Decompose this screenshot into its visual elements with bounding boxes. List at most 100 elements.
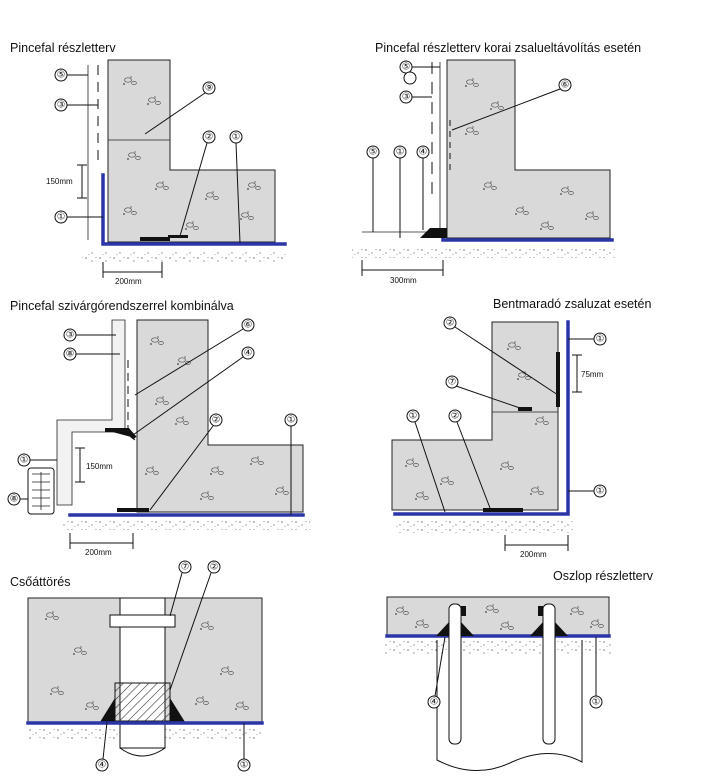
callout-3: ③ (63, 328, 116, 342)
callout-2-bottom: ② (448, 409, 491, 509)
svg-text:75mm: 75mm (581, 370, 604, 379)
column-right (542, 603, 556, 745)
svg-text:④: ④ (430, 697, 439, 708)
callout-1-left: ① (54, 210, 103, 224)
panel-title: Pincefal részletterv (10, 41, 116, 55)
svg-text:①: ① (287, 415, 296, 426)
panel-title: Oszlop részletterv (553, 569, 654, 583)
svg-text:①: ① (409, 411, 418, 422)
callout-2: ② (169, 560, 221, 691)
callout-4: ④ (427, 636, 446, 709)
dimension-150mm: 150mm (46, 164, 87, 199)
svg-text:⑦: ⑦ (181, 562, 190, 573)
dimension-300mm: 300mm (361, 260, 444, 285)
panel-pipe-penetration: Csőáttörés ⑦ ② ④ ① (10, 560, 264, 772)
callout-7: ⑦ (445, 375, 521, 409)
panel-permanent-formwork: Bentmaradó zsaluzat esetén ② ① ⑦ ① ② ① 7… (391, 297, 651, 559)
callout-6: ⑥ (134, 318, 255, 396)
callout-2: ② (149, 413, 223, 511)
svg-text:150mm: 150mm (86, 462, 113, 471)
callout-1-left: ① (17, 453, 57, 467)
panel-early-formwork-removal: Pincefal részletterv korai zsalueltávolí… (352, 41, 641, 285)
svg-text:⑤: ⑤ (57, 70, 66, 81)
concrete-wall (391, 321, 559, 511)
svg-text:①: ① (596, 486, 605, 497)
ground-soil (395, 521, 575, 533)
svg-text:①: ① (57, 212, 66, 223)
svg-text:①: ① (596, 334, 605, 345)
callout-1-top: ① (568, 332, 607, 346)
svg-text:⑧: ⑧ (66, 349, 75, 360)
callout-7: ⑦ (169, 560, 192, 617)
drainage-layer (56, 319, 126, 506)
svg-text:200mm: 200mm (115, 277, 142, 286)
callout-4: ④ (132, 346, 255, 436)
dimension-200mm: 200mm (102, 262, 163, 286)
concrete-slab (386, 596, 610, 636)
svg-text:④: ④ (419, 147, 428, 158)
svg-text:⑤: ⑤ (402, 62, 411, 73)
callout-8-top: ⑧ (63, 347, 120, 361)
svg-text:⑥: ⑥ (561, 80, 570, 91)
concrete-wall (446, 59, 611, 239)
callout-9: ⑨ (144, 81, 216, 135)
svg-text:①: ① (232, 132, 241, 143)
ground-soil (82, 252, 287, 262)
pile-outline (436, 640, 583, 771)
svg-text:②: ② (210, 562, 219, 573)
callout-2-top: ② (443, 316, 559, 396)
column-left (448, 603, 462, 745)
dimension-150mm: 150mm (75, 447, 113, 483)
panel-basement-wall-detail: Pincefal részletterv ⑤ ③ ⑨ ② ① ① 150mm 2… (10, 41, 287, 286)
callout-4: ④ (95, 721, 109, 772)
collar-ring (109, 614, 176, 628)
svg-text:①: ① (20, 455, 29, 466)
panel-title: Bentmaradó zsaluzat esetén (493, 297, 651, 311)
callout-1-left: ① (406, 409, 446, 513)
svg-text:⑧: ⑧ (10, 494, 19, 505)
callout-2: ② (179, 130, 216, 237)
ground-soil (385, 640, 611, 654)
callout-5-top: ⑤ (399, 60, 440, 74)
callout-5-bottom: ⑤ (366, 145, 380, 232)
dimension-200mm: 200mm (69, 533, 134, 557)
svg-text:①: ① (396, 147, 405, 158)
panel-title: Csőáttörés (10, 575, 70, 589)
svg-text:200mm: 200mm (85, 548, 112, 557)
callout-3: ③ (399, 90, 432, 104)
svg-text:③: ③ (57, 100, 66, 111)
svg-text:②: ② (451, 411, 460, 422)
dimension-75mm: 75mm (572, 354, 604, 393)
callout-blank (403, 71, 417, 85)
svg-text:⑦: ⑦ (448, 377, 457, 388)
dimension-200mm: 200mm (504, 535, 569, 559)
svg-text:⑥: ⑥ (244, 320, 253, 331)
svg-text:①: ① (240, 760, 249, 771)
svg-text:④: ④ (244, 348, 253, 359)
concrete-wall (107, 59, 276, 243)
svg-text:⑤: ⑤ (369, 147, 378, 158)
callout-4: ④ (416, 145, 430, 230)
svg-text:⑨: ⑨ (205, 83, 214, 94)
callout-1: ① (589, 637, 603, 709)
callout-8-bottom: ⑧ (7, 492, 28, 506)
svg-text:③: ③ (66, 330, 75, 341)
sealing-plug (114, 682, 171, 722)
svg-text:②: ② (212, 415, 221, 426)
waterproof-membrane (101, 173, 287, 246)
ground-soil (352, 248, 617, 258)
callout-6: ⑥ (451, 78, 572, 131)
callout-1: ① (393, 145, 407, 238)
panel-drainage-combined: Pincefal szivárgórendszerrel kombinálva … (7, 299, 310, 557)
svg-text:③: ③ (402, 92, 411, 103)
panel-column-detail: Oszlop részletterv ④ ① (385, 569, 654, 771)
callout-1-right: ① (568, 484, 607, 498)
svg-text:200mm: 200mm (520, 550, 547, 559)
callout-1-right: ① (284, 413, 298, 515)
panel-title: Pincefal részletterv korai zsalueltávolí… (375, 41, 641, 55)
svg-text:150mm: 150mm (46, 177, 73, 186)
svg-text:②: ② (205, 132, 214, 143)
callout-1: ① (237, 723, 251, 772)
callout-3: ③ (54, 98, 98, 112)
